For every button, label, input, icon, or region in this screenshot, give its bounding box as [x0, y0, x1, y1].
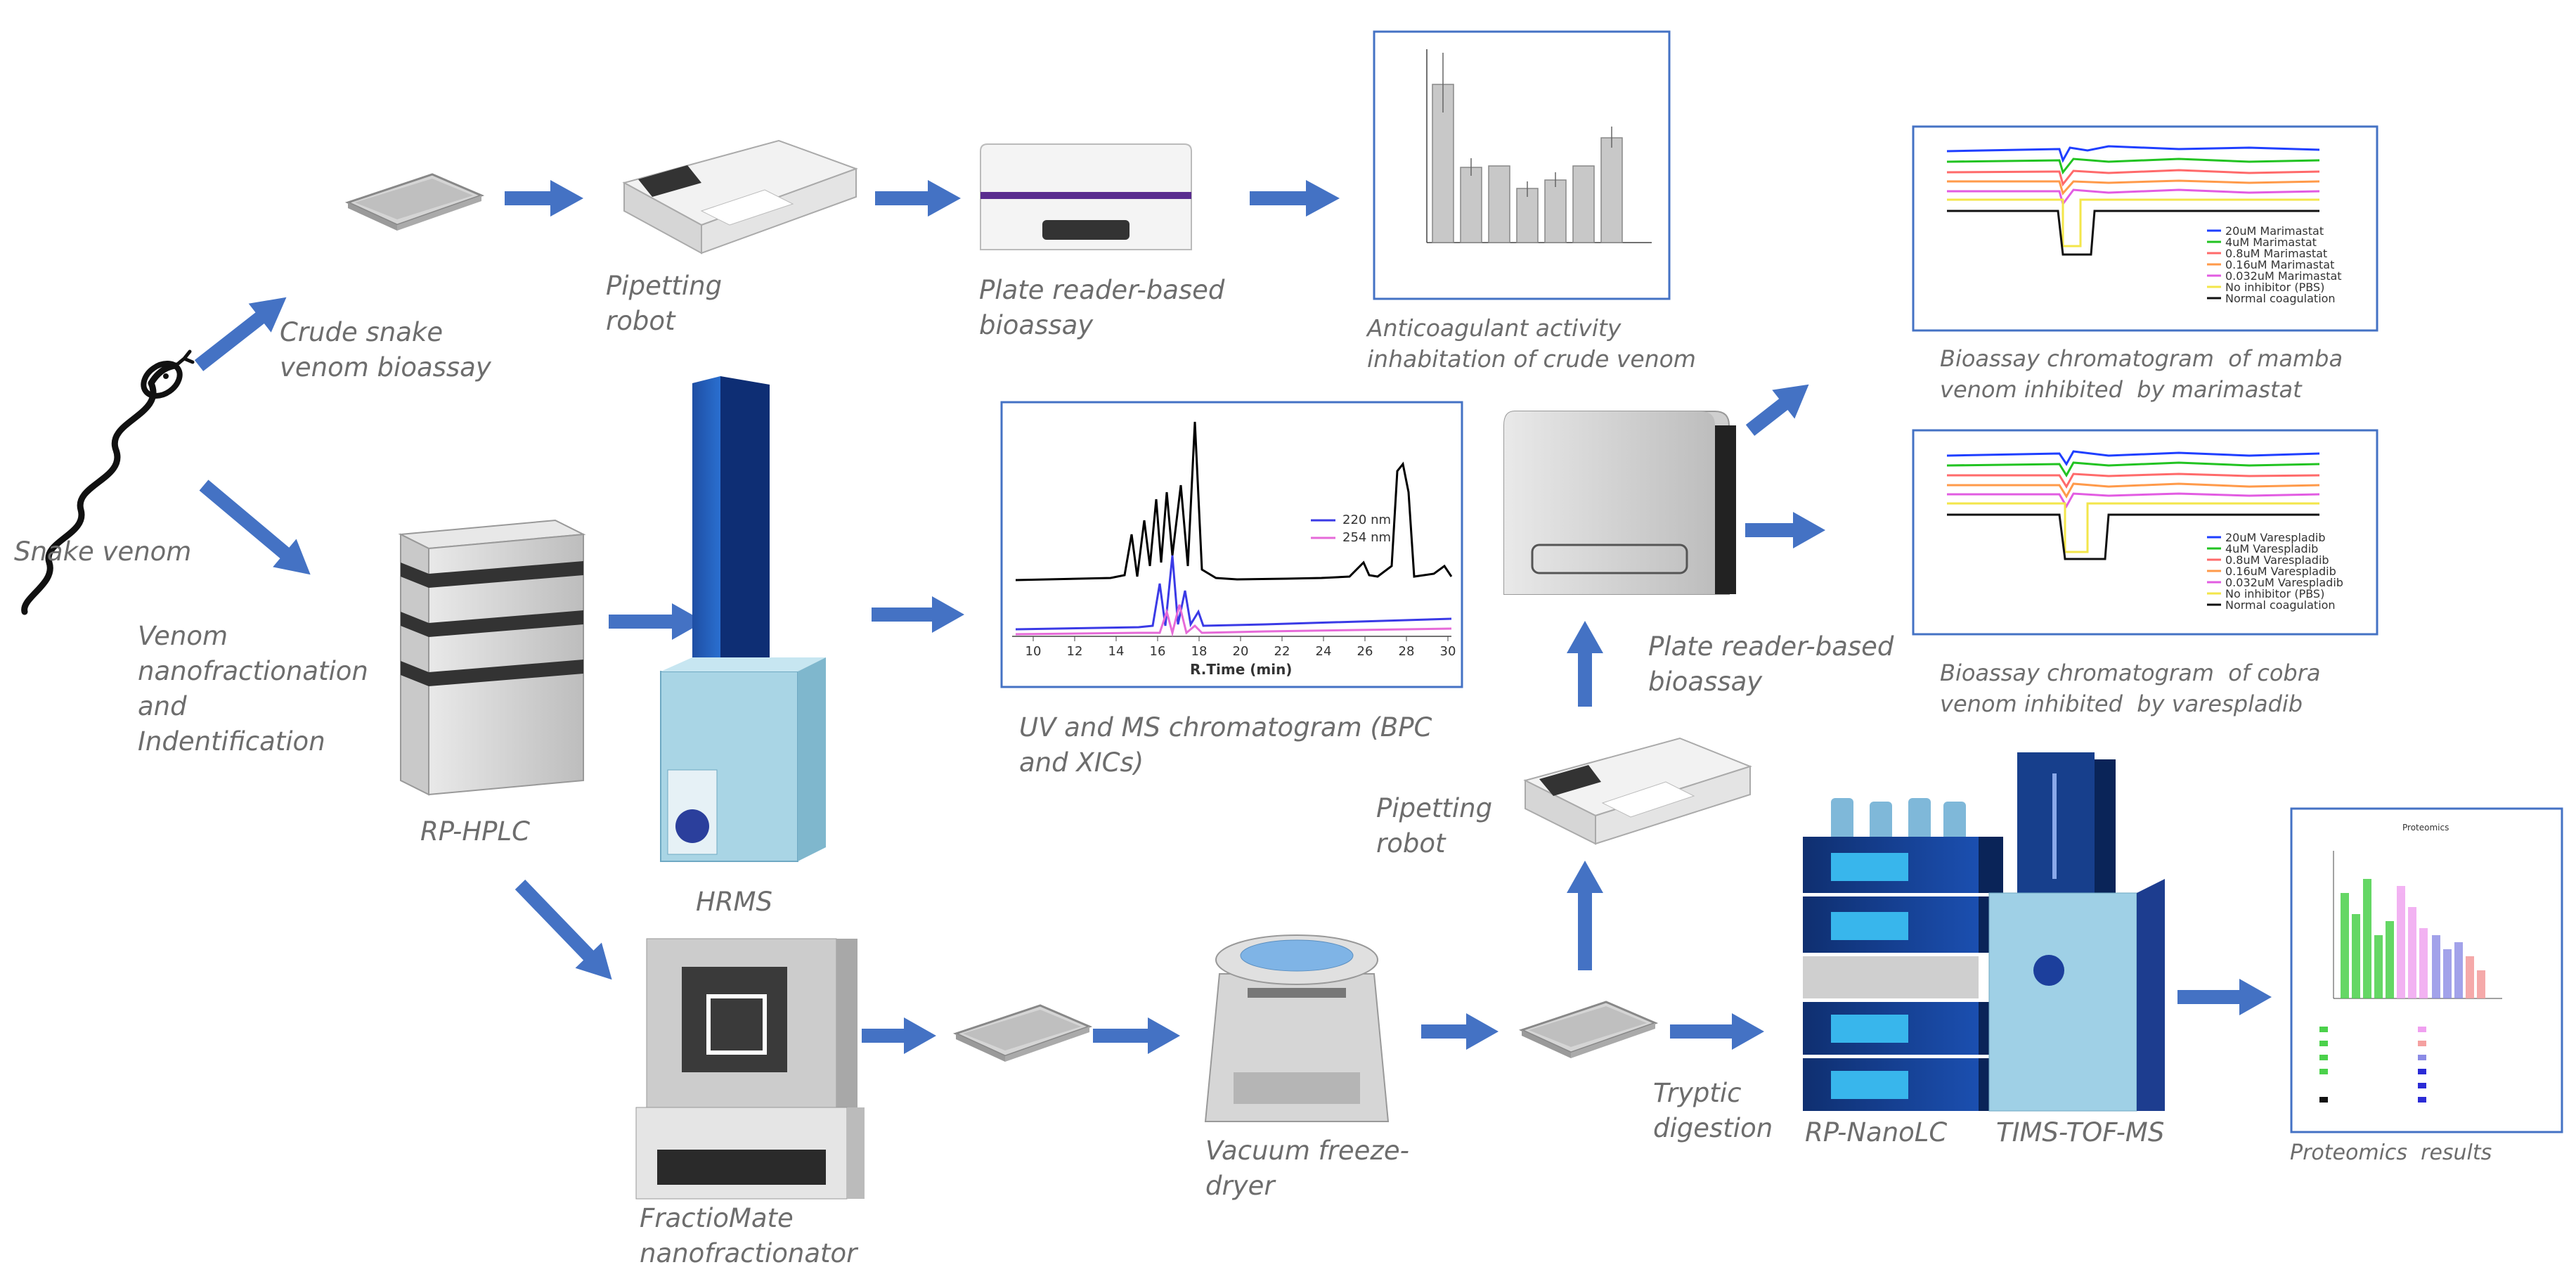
uv-trace-black	[1015, 421, 1453, 581]
bar-5	[1544, 179, 1567, 243]
arrow-hrms-to-uv	[872, 596, 964, 633]
plate-reader-top-icon	[980, 143, 1192, 250]
cobra-legend-1: 4uM Varespladib	[2225, 542, 2319, 555]
arrow-robot-to-reader	[875, 180, 961, 217]
bar-3	[1488, 165, 1510, 243]
label-snake-venom: Snake venom	[14, 536, 192, 567]
uv-xtick-label: 24	[1316, 644, 1332, 659]
bar-2	[1460, 167, 1482, 243]
mamba-legend	[2207, 229, 2221, 300]
fractiomate-icon	[635, 938, 865, 1200]
pipetting-robot-mid-icon	[1523, 737, 1752, 845]
cobra-legend-3: 0.16uM Varespladib	[2225, 565, 2336, 578]
mamba-legend-6: Normal coagulation	[2225, 292, 2336, 305]
arrow-fractiomate-to-plate	[862, 1017, 936, 1054]
tims-tof-icon	[1988, 752, 2165, 1112]
label-rpnanolc: RP-NanoLC	[1805, 1117, 1948, 1148]
anticoag-chart	[1373, 30, 1671, 300]
arrow-plate-up-to-robot	[1567, 861, 1603, 970]
label-mamba: Bioassay chromatogram of mamba venom inh…	[1940, 345, 2343, 403]
label-vacuum: Vacuum freeze- dryer	[1205, 1136, 1409, 1201]
cobra-legend-2: 0.8uM Varespladib	[2225, 553, 2329, 567]
uv-xticks: 10 12 14 16 18 20 22 24 26 28 30	[1025, 636, 1456, 659]
mamba-legend-3: 0.16uM Marimastat	[2225, 258, 2335, 271]
arrow-reader-to-mamba	[1745, 384, 1809, 436]
mamba-legend-1: 4uM Marimastat	[2225, 236, 2317, 249]
proteomics-chart	[2290, 807, 2563, 1133]
uv-xtick-label: 28	[1399, 644, 1415, 659]
vacuum-dryer-icon	[1204, 934, 1390, 1122]
microplate-bottom-2	[1518, 1001, 1659, 1058]
uv-trace-220	[1015, 555, 1452, 631]
arrow-tims-to-proteomics	[2177, 979, 2272, 1015]
label-uvms: UV and MS chromatogram (BPC and XICs)	[1019, 712, 1432, 778]
uv-xtick-label: 14	[1108, 644, 1125, 659]
bar-4	[1516, 188, 1539, 243]
arrow-robot-up-to-reader	[1567, 621, 1603, 707]
uv-ms-chart: 10 12 14 16 18 20 22 24 26 28 30	[1000, 401, 1463, 688]
uv-xlabel: R.Time (min)	[1190, 661, 1293, 678]
arrow-hplc-to-hrms	[609, 603, 704, 640]
rp-nanolc-icon	[1803, 798, 2003, 1111]
label-pipetting-robot-top: Pipetting robot	[606, 271, 723, 336]
uv-xtick-label: 16	[1150, 644, 1166, 659]
arrow-reader-to-cobra	[1745, 512, 1825, 548]
uv-trace-254	[1015, 604, 1452, 637]
rp-hplc-icon	[398, 519, 586, 796]
mamba-legend-4: 0.032uM Marimastat	[2225, 269, 2342, 283]
arrow-dryer-to-plate	[1421, 1013, 1499, 1050]
label-hrms: HRMS	[696, 887, 772, 917]
mamba-chart	[1912, 125, 2378, 332]
snake-icon	[21, 349, 195, 615]
cobra-chart	[1912, 429, 2378, 636]
cobra-legend-5: No inhibitor (PBS)	[2225, 587, 2325, 600]
label-nanofrac: Venom nanofractionation and Indentificat…	[138, 621, 368, 757]
microplate-top	[344, 173, 485, 231]
mamba-legend-2: 0.8uM Marimastat	[2225, 247, 2328, 260]
arrows	[194, 180, 2272, 1054]
uv-legend-254: 254 nm	[1342, 530, 1392, 545]
arrow-reader-to-anticoag	[1250, 180, 1340, 217]
arrow-snake-to-crude	[194, 297, 287, 371]
arrow-plate-to-robot	[505, 180, 583, 217]
uv-legend-220: 220 nm	[1342, 513, 1392, 527]
label-fractiomate: FractioMate nanofractionator	[640, 1203, 857, 1268]
bar-6	[1572, 165, 1595, 243]
cobra-legend-0: 20uM Varespladib	[2225, 531, 2326, 544]
hrms-icon	[660, 376, 826, 862]
label-proteomics: Proteomics results	[2290, 1140, 2492, 1165]
uv-xtick-label: 18	[1191, 644, 1208, 659]
cobra-legend	[2207, 536, 2221, 606]
label-plate-reader-top: Plate reader-based bioassay	[979, 275, 1225, 340]
uv-xtick-label: 12	[1067, 644, 1083, 659]
label-plate-reader-mid: Plate reader-based bioassay	[1648, 631, 1894, 697]
arrow-plate-to-tryptic	[1670, 1013, 1764, 1050]
plate-reader-mid-icon	[1503, 411, 1736, 595]
mamba-legend-5: No inhibitor (PBS)	[2225, 281, 2325, 294]
uv-xtick-label: 26	[1357, 644, 1373, 659]
bar-7	[1600, 137, 1623, 243]
pipetting-robot-top-icon	[622, 139, 858, 255]
label-crude-bioassay: Crude snake venom bioassay	[280, 317, 491, 383]
arrow-plate-to-dryer	[1093, 1017, 1180, 1054]
label-rphplc: RP-HPLC	[420, 816, 530, 847]
uv-xtick-label: 10	[1025, 644, 1042, 659]
cobra-legend-6: Normal coagulation	[2225, 598, 2336, 612]
arrow-snake-to-nanofrac	[199, 480, 311, 575]
uv-xtick-label: 30	[1440, 644, 1456, 659]
uv-xtick-label: 20	[1233, 644, 1249, 659]
proteomics-legend	[2319, 1027, 2426, 1103]
cobra-legend-4: 0.032uM Varespladib	[2225, 576, 2343, 589]
arrow-hplc-to-fractiomate	[514, 880, 612, 980]
mamba-legend-0: 20uM Marimastat	[2225, 224, 2324, 238]
label-tryptic: Tryptic digestion	[1653, 1078, 1773, 1143]
label-pipetting-robot-mid: Pipetting robot	[1376, 793, 1493, 859]
label-timstof: TIMS-TOF-MS	[1996, 1117, 2165, 1148]
label-anticoag: Anticoagulant activity inhabitation of c…	[1367, 314, 1696, 373]
uv-xtick-label: 22	[1274, 644, 1290, 659]
proteomics-title: Proteomics	[2402, 823, 2449, 833]
label-cobra: Bioassay chromatogram of cobra venom inh…	[1940, 660, 2321, 717]
microplate-bottom-1	[952, 1004, 1093, 1062]
